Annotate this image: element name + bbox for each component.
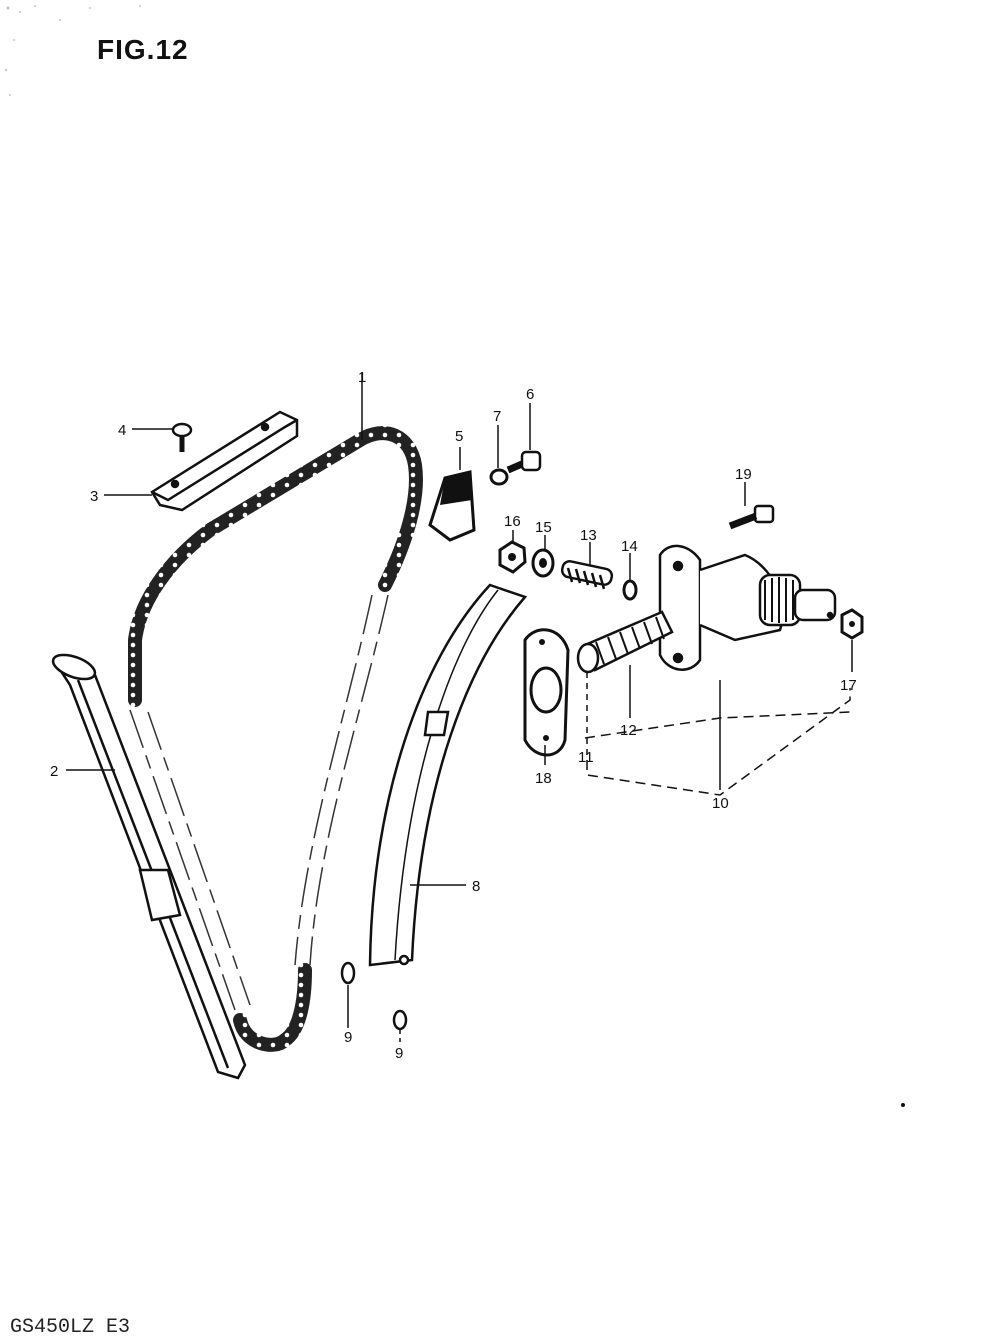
gasket-18 [523, 628, 570, 757]
model-code: GS450LZ E3 [10, 1316, 131, 1339]
washer-7 [489, 468, 509, 486]
callout-5: 5 [455, 428, 463, 445]
figure-title: FIG.12 [97, 34, 189, 65]
callout-labels: 1 2 3 4 5 6 7 8 9 9 10 11 12 13 14 15 16… [50, 369, 857, 1062]
chain-guide-rear [51, 653, 247, 1080]
tensioner-guide-8 [368, 583, 528, 967]
callout-19: 19 [735, 466, 752, 483]
callout-9a: 9 [344, 1029, 352, 1046]
callout-8: 8 [472, 878, 480, 895]
cam-chain [128, 426, 423, 1052]
chain-guide-upper [150, 410, 299, 512]
callout-14: 14 [621, 538, 638, 555]
pin-9b [392, 1009, 408, 1031]
callout-7: 7 [493, 408, 501, 425]
pin-9a [340, 961, 356, 985]
callout-9b: 9 [395, 1045, 403, 1062]
bolt-6 [506, 450, 542, 474]
washer-15 [531, 548, 555, 578]
callout-10: 10 [712, 795, 729, 812]
bolt-19 [728, 504, 775, 530]
scan-noise [4, 5, 141, 96]
callout-6: 6 [526, 386, 534, 403]
callout-16: 16 [504, 513, 521, 530]
screw-4 [171, 422, 193, 452]
callout-4: 4 [118, 422, 126, 439]
callout-17: 17 [840, 677, 857, 694]
callout-1: 1 [358, 369, 366, 386]
scan-dot [901, 1103, 905, 1107]
bolt-17 [840, 608, 864, 640]
tensioner-10 [658, 544, 837, 671]
nut-16 [498, 540, 527, 574]
callout-18: 18 [535, 770, 552, 787]
callout-2: 2 [50, 763, 58, 780]
callout-3: 3 [90, 488, 98, 505]
callout-11: 11 [578, 749, 594, 766]
damper-5 [428, 470, 476, 542]
callout-15: 15 [535, 519, 552, 536]
callout-12: 12 [620, 722, 637, 739]
push-rod-12 [576, 610, 674, 674]
washer-14 [622, 579, 638, 601]
spring-13 [560, 560, 614, 590]
callout-13: 13 [580, 527, 597, 544]
leader-lines [66, 372, 853, 1045]
